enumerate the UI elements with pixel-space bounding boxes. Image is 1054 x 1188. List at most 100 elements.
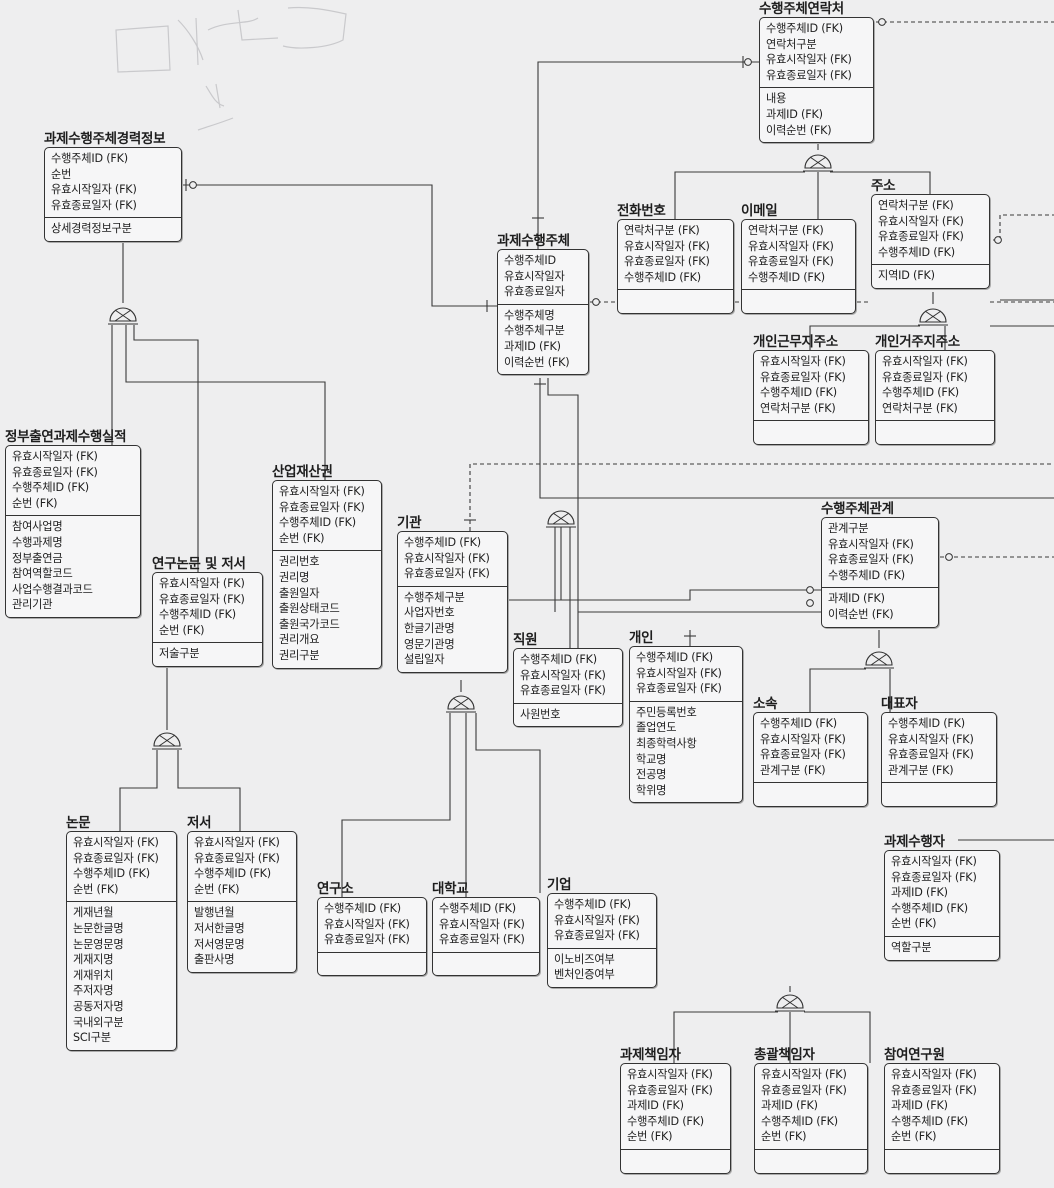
key-attribute: 순번 (FK) [627,1130,673,1144]
entity-title: 연구소 [317,881,354,897]
key-attribute: 유효시작일자 (FK) [51,183,137,197]
key-section: 수행주체ID (FK)유효시작일자 (FK)유효종료일자 (FK) [548,894,656,948]
entity-title: 기업 [547,877,572,893]
key-attribute: 수행주체ID (FK) [888,717,965,730]
optional-marker [945,553,953,561]
entity-box: 수행주체ID (FK)유효시작일자 (FK)유효종료일자 (FK) [432,897,540,977]
key-section: 수행주체ID (FK)유효시작일자 (FK)유효종료일자 (FK)관계구분 (F… [754,713,867,782]
entity-title: 산업재산권 [272,464,333,480]
attribute [761,1153,861,1169]
attribute: 상세경력정보구분 [51,222,132,236]
key-attribute: 유효종료일자 (FK) [891,1083,977,1097]
subtype-symbol [108,307,138,325]
attribute-section [754,782,867,806]
attribute: 수행과제명 [12,535,63,549]
key-attribute: 수행주체ID (FK) [760,386,837,400]
attribute: 설립일자 [404,653,445,667]
key-attribute: 유효시작일자 (FK) [761,1068,847,1081]
subtype-symbol [803,154,833,172]
key-attribute: 수행주체ID (FK) [324,902,401,915]
attribute: 사업자번호 [404,606,455,620]
key-attribute: 유효종료일자 (FK) [73,851,159,865]
key-attribute: 유효종료일자 (FK) [878,230,964,244]
attribute: 국내외구분 [73,1015,124,1029]
entity-box: 수행주체ID (FK)유효시작일자 (FK)유효종료일자 (FK)사원번호 [513,648,623,728]
key-section: 연락처구분 (FK)유효시작일자 (FK)유효종료일자 (FK)수행주체ID (… [742,220,855,289]
key-attribute: 유효종료일자 (FK) [520,684,606,698]
attribute: 출원일자 [279,586,320,600]
entity-box: 수행주체ID (FK)유효시작일자 (FK)유효종료일자 (FK)관계구분 (F… [881,712,997,807]
attribute: 학위명 [636,783,667,797]
entity-title: 개인 [629,630,654,646]
key-section: 유효시작일자 (FK)유효종료일자 (FK)과제ID (FK)수행주체ID (F… [885,1064,999,1149]
attribute-section: 저술구분 [153,642,262,666]
key-attribute: 유효종료일자 (FK) [624,255,710,269]
key-section: 유효시작일자 (FK)유효종료일자 (FK)수행주체ID (FK)순번 (FK) [188,832,296,901]
key-attribute: 연락처구분 (FK) [878,199,954,212]
attribute: 관리기관 [12,598,53,612]
key-attribute: 연락처구분 (FK) [882,401,958,415]
entity-box: 수행주체ID (FK)유효시작일자 (FK)유효종료일자 (FK)관계구분 (F… [753,712,868,807]
key-attribute: 수행주체ID (FK) [159,608,236,622]
key-attribute: 유효시작일자 (FK) [878,214,964,228]
key-attribute: 수행주체ID (FK) [439,902,516,915]
attribute: 학교명 [636,752,667,766]
attribute [324,956,420,972]
key-attribute: 수행주체ID (FK) [761,1114,838,1128]
attribute: 저술구분 [159,647,200,661]
key-attribute: 순번 (FK) [159,623,205,637]
key-section: 유효시작일자 (FK)유효종료일자 (FK)과제ID (FK)수행주체ID (F… [755,1064,867,1149]
key-attribute: 유효시작일자 (FK) [279,485,365,498]
key-attribute: 유효종료일자 (FK) [766,68,852,82]
subtype-symbol [918,308,948,326]
key-attribute: 유효시작일자 (FK) [766,53,852,67]
entity-box: 유효시작일자 (FK)유효종료일자 (FK)과제ID (FK)수행주체ID (F… [754,1063,868,1174]
attribute: 영문기관명 [404,637,455,651]
entity-title: 직원 [513,632,538,648]
attribute: 지역ID (FK) [878,269,935,283]
entity-box: 유효시작일자 (FK)유효종료일자 (FK)수행주체ID (FK)순번 (FK)… [66,831,177,1051]
attribute-section [618,289,733,313]
attribute [624,293,727,309]
entity-title: 전화번호 [617,203,666,219]
key-section: 수행주체ID (FK)유효시작일자 (FK)유효종료일자 (FK)관계구분 (F… [882,713,996,782]
key-attribute: 유효종료일자 (FK) [554,929,640,943]
attribute: 과제ID (FK) [504,339,561,353]
attribute: 권리구분 [279,648,320,662]
key-attribute: 유효시작일자 (FK) [554,913,640,927]
key-section: 수행주체ID (FK)유효시작일자 (FK)유효종료일자 (FK) [318,898,426,952]
key-attribute: 과제ID (FK) [891,1099,948,1113]
entity-title: 수행주체관계 [821,501,894,517]
key-attribute: 수행주체ID (FK) [51,152,128,165]
entity-title: 대학교 [432,881,469,897]
entity-box: 연락처구분 (FK)유효시작일자 (FK)유효종료일자 (FK)수행주체ID (… [741,219,856,314]
subtype-symbol [546,510,576,528]
key-attribute: 유효시작일자 (FK) [194,836,280,849]
attribute-section: 역할구분 [885,935,999,960]
entity-title: 과제수행자 [884,834,945,850]
key-attribute: 연락처구분 (FK) [760,401,836,415]
key-attribute: 유효종료일자 (FK) [627,1083,713,1097]
entity-box: 유효시작일자 (FK)유효종료일자 (FK)수행주체ID (FK)순번 (FK)… [5,445,141,618]
key-attribute: 유효종료일자 (FK) [882,370,968,384]
key-attribute: 관계구분 [828,522,869,535]
key-section: 수행주체ID (FK)유효시작일자 (FK)유효종료일자 (FK) [398,532,507,586]
key-attribute: 유효종료일자 (FK) [324,933,410,947]
key-section: 수행주체ID (FK)유효시작일자 (FK)유효종료일자 (FK) [514,649,622,703]
attribute-section [885,1148,999,1173]
